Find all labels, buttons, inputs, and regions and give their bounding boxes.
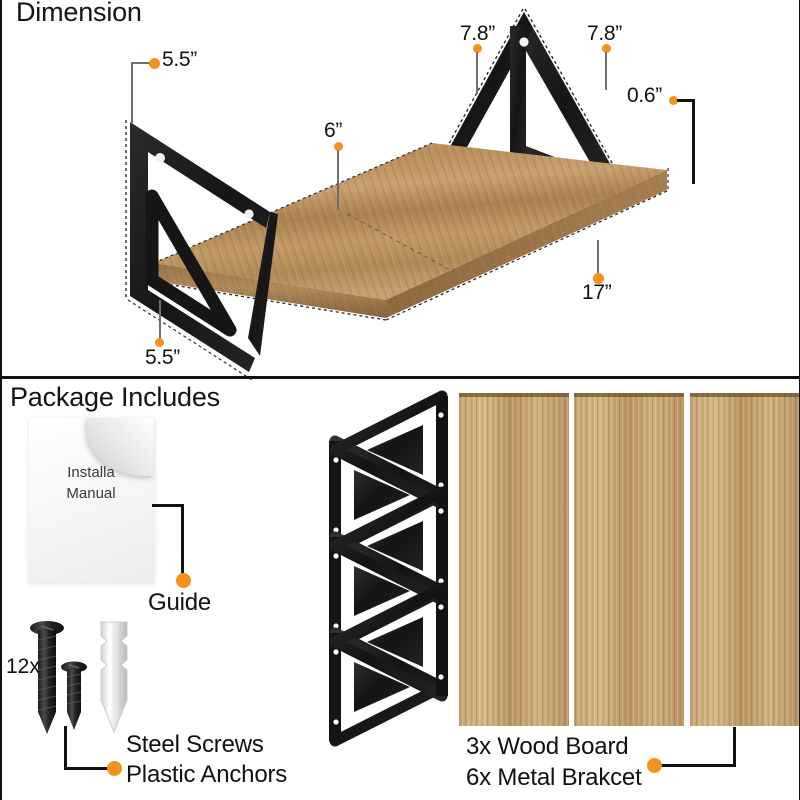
leader-bracket-left xyxy=(476,52,478,94)
package-section-title: Package Includes xyxy=(10,382,220,412)
callout-dot-hardware xyxy=(107,761,122,776)
leader-depth-top-vertical xyxy=(131,62,133,124)
leader-length xyxy=(597,240,599,277)
callout-dot-thickness xyxy=(669,96,678,105)
hardware-quantity-label: 12x xyxy=(6,655,40,678)
leader-width-shelf xyxy=(337,150,339,210)
callout-label-plastic-anchors: Plastic Anchors xyxy=(126,761,288,788)
dimension-section-title: Dimension xyxy=(16,0,142,27)
wood-board-1 xyxy=(459,393,569,726)
metal-bracket-5 xyxy=(329,486,448,606)
callout-dot-depth-top xyxy=(149,58,160,69)
callout-dot-boards xyxy=(647,758,662,773)
callout-dot-width-shelf xyxy=(334,142,343,151)
wood-board-2 xyxy=(574,393,684,726)
metal-bracket-2 xyxy=(329,531,448,651)
callout-dot-depth-bottom xyxy=(155,338,164,347)
callout-label-bracket-left: 7.8” xyxy=(460,22,495,45)
wood-board-3 xyxy=(690,393,799,726)
leader-thickness-horizontal xyxy=(677,99,694,102)
callout-label-depth-bottom: 5.5” xyxy=(145,346,180,369)
section-divider xyxy=(2,376,799,379)
callout-label-length: 17” xyxy=(582,281,612,304)
metal-bracket-1 xyxy=(329,435,448,555)
callout-label-metal-bracket: 6x Metal Brakcet xyxy=(466,764,642,791)
callout-label-bracket-right: 7.8” xyxy=(587,22,622,45)
callout-label-depth-top: 5.5” xyxy=(162,48,197,71)
callout-dot-length xyxy=(593,273,604,284)
leader-hardware-vertical xyxy=(64,726,67,770)
bracket-front-left xyxy=(125,120,278,381)
callout-label-guide: Guide xyxy=(148,589,212,616)
callout-label-thickness: 0.6” xyxy=(627,84,662,107)
metal-bracket-6 xyxy=(329,582,448,702)
callout-dot-bracket-left xyxy=(473,44,482,53)
callout-label-steel-screws: Steel Screws xyxy=(126,731,264,758)
callout-label-wood-board: 3x Wood Board xyxy=(466,733,629,760)
leader-depth-bottom xyxy=(159,300,161,342)
leader-hardware-horizontal xyxy=(64,767,112,770)
metal-bracket-4 xyxy=(329,390,448,510)
plastic-anchor xyxy=(100,621,128,734)
callout-dot-bracket-right xyxy=(602,44,611,53)
leader-boards-horizontal xyxy=(654,764,736,767)
leader-bracket-right xyxy=(605,52,607,90)
leader-guide-vertical xyxy=(181,504,184,576)
metal-bracket-3 xyxy=(329,627,448,747)
callout-dot-guide xyxy=(176,573,191,588)
leader-thickness-vertical xyxy=(692,99,695,184)
leader-boards-vertical xyxy=(733,727,736,767)
steel-screw-short xyxy=(61,661,87,730)
manual-title-line1: Installa xyxy=(67,464,115,481)
manual-title-line2: Manual xyxy=(66,485,116,502)
leader-guide-horizontal xyxy=(152,504,184,507)
leader-depth-top-horizontal xyxy=(131,62,153,64)
callout-label-width-shelf: 6” xyxy=(324,119,343,142)
